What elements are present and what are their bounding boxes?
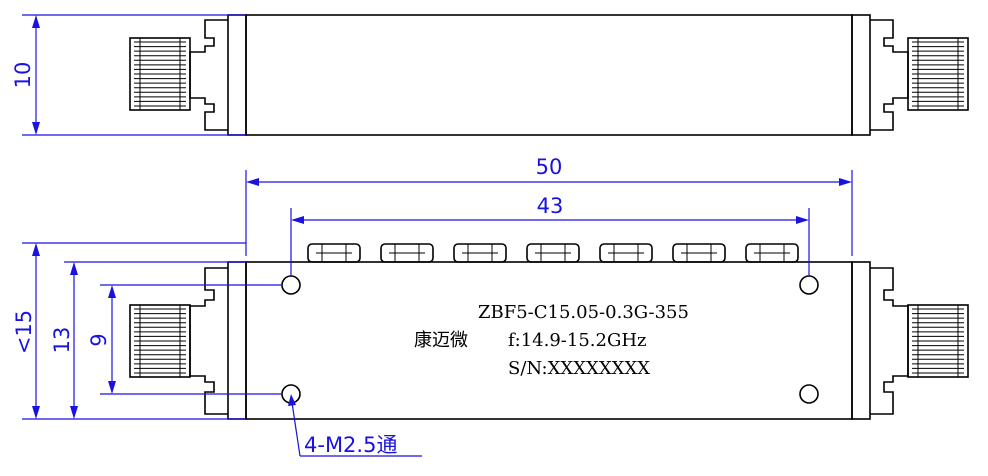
dim-hole-spacing-height-label: 9 [87,333,111,346]
front-left-flange-tabs [189,267,228,415]
top-right-flange-tabs [870,19,909,131]
dim-hole-spacing-height: 9 [87,284,282,395]
top-left-flange-tabs [189,19,228,131]
front-view: ZBF5-C15.05-0.3G-355 康迈微 f:14.9-15.2GHz … [129,243,969,420]
dim-overall-height-label: <15 [12,310,36,354]
top-left-flange [227,14,247,136]
front-left-threads [134,305,186,377]
tuning-nut [380,243,434,263]
dim-body-height: 13 [50,261,246,419]
front-right-connector [907,304,969,378]
top-right-flange [851,14,871,136]
top-view-body [245,14,853,136]
dim-top-height: 10 [11,14,246,136]
top-left-threads [134,38,186,110]
tuning-nut [307,243,361,263]
front-right-flange-tabs [870,267,909,415]
serial-label: S/N:XXXXXXXX [508,358,650,379]
tuning-screws [307,243,799,263]
tuning-nut [745,243,799,263]
dim-overall-length-label: 50 [536,155,563,179]
tuning-nut [453,243,507,263]
dim-hole-spacing-length: 43 [290,194,810,276]
dim-overall-height: <15 [12,242,246,420]
hole-callout-label: 4-M2.5通 [304,433,397,457]
top-right-connector [907,37,969,111]
mounting-hole [799,275,819,295]
front-left-connector [129,304,191,378]
top-left-connector [129,37,191,111]
mounting-hole [281,275,301,295]
front-right-flange [851,261,871,420]
hole-callout: 4-M2.5通 [288,394,422,457]
dim-top-height-label: 10 [11,62,35,89]
front-right-threads [912,305,964,377]
tuning-nut [672,243,726,263]
dim-hole-spacing-length-label: 43 [537,194,564,218]
model-label: ZBF5-C15.05-0.3G-355 [478,302,689,323]
brand-label: 康迈微 [414,330,468,351]
tuning-nut [599,243,653,263]
top-view [129,14,969,136]
mounting-hole [799,384,819,404]
dim-body-height-label: 13 [50,327,74,354]
tuning-nut [526,243,580,263]
top-right-threads [912,38,964,110]
frequency-label: f:14.9-15.2GHz [508,330,647,351]
dim-overall-length: 50 [245,155,853,256]
